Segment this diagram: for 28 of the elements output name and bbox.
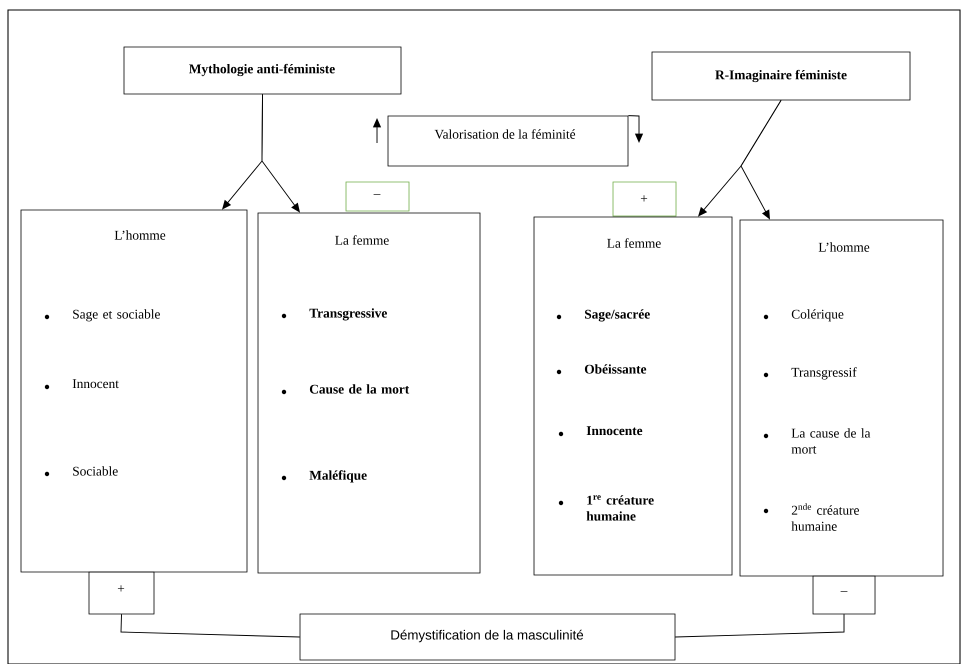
box-label: Démystification de la masculinité [391,630,584,642]
box-label: + [640,195,648,202]
list-item: 2$^{nde}$ créature humaine [764,503,859,531]
box-label: La femme [335,235,389,245]
list-item: Sociable [44,466,118,476]
list-item: La cause de la mort [764,428,870,454]
box-label: – [374,194,380,195]
list-item: Innocent [44,379,119,390]
list-item: Innocente [558,426,642,436]
list-item: Cause de la mort [282,384,410,394]
list-item: Colérique [764,309,844,322]
box-label: L’homme [818,242,870,252]
list-item: Sage et sociable [44,309,160,322]
list-item: Transgressif [764,367,857,380]
list-item: Obéissante [556,364,646,374]
box-label: + [118,585,124,592]
connector-line [120,614,300,638]
box-label: – [840,591,848,592]
list-item: 1$^{re}$ créature humaine [558,495,654,521]
connector-line [674,614,844,638]
box-label: La femme [607,238,661,248]
list-item: Maléfique [282,470,367,482]
box-label: L’homme [114,230,166,240]
box-title: R-Imaginaire féministe [715,70,847,82]
list-item: Sage/sacrée [556,309,650,322]
box-title: Mythologie anti-féministe [189,64,335,76]
box-label: Valorisation de la féminité [434,129,576,139]
list-item: Transgressive [282,308,387,320]
